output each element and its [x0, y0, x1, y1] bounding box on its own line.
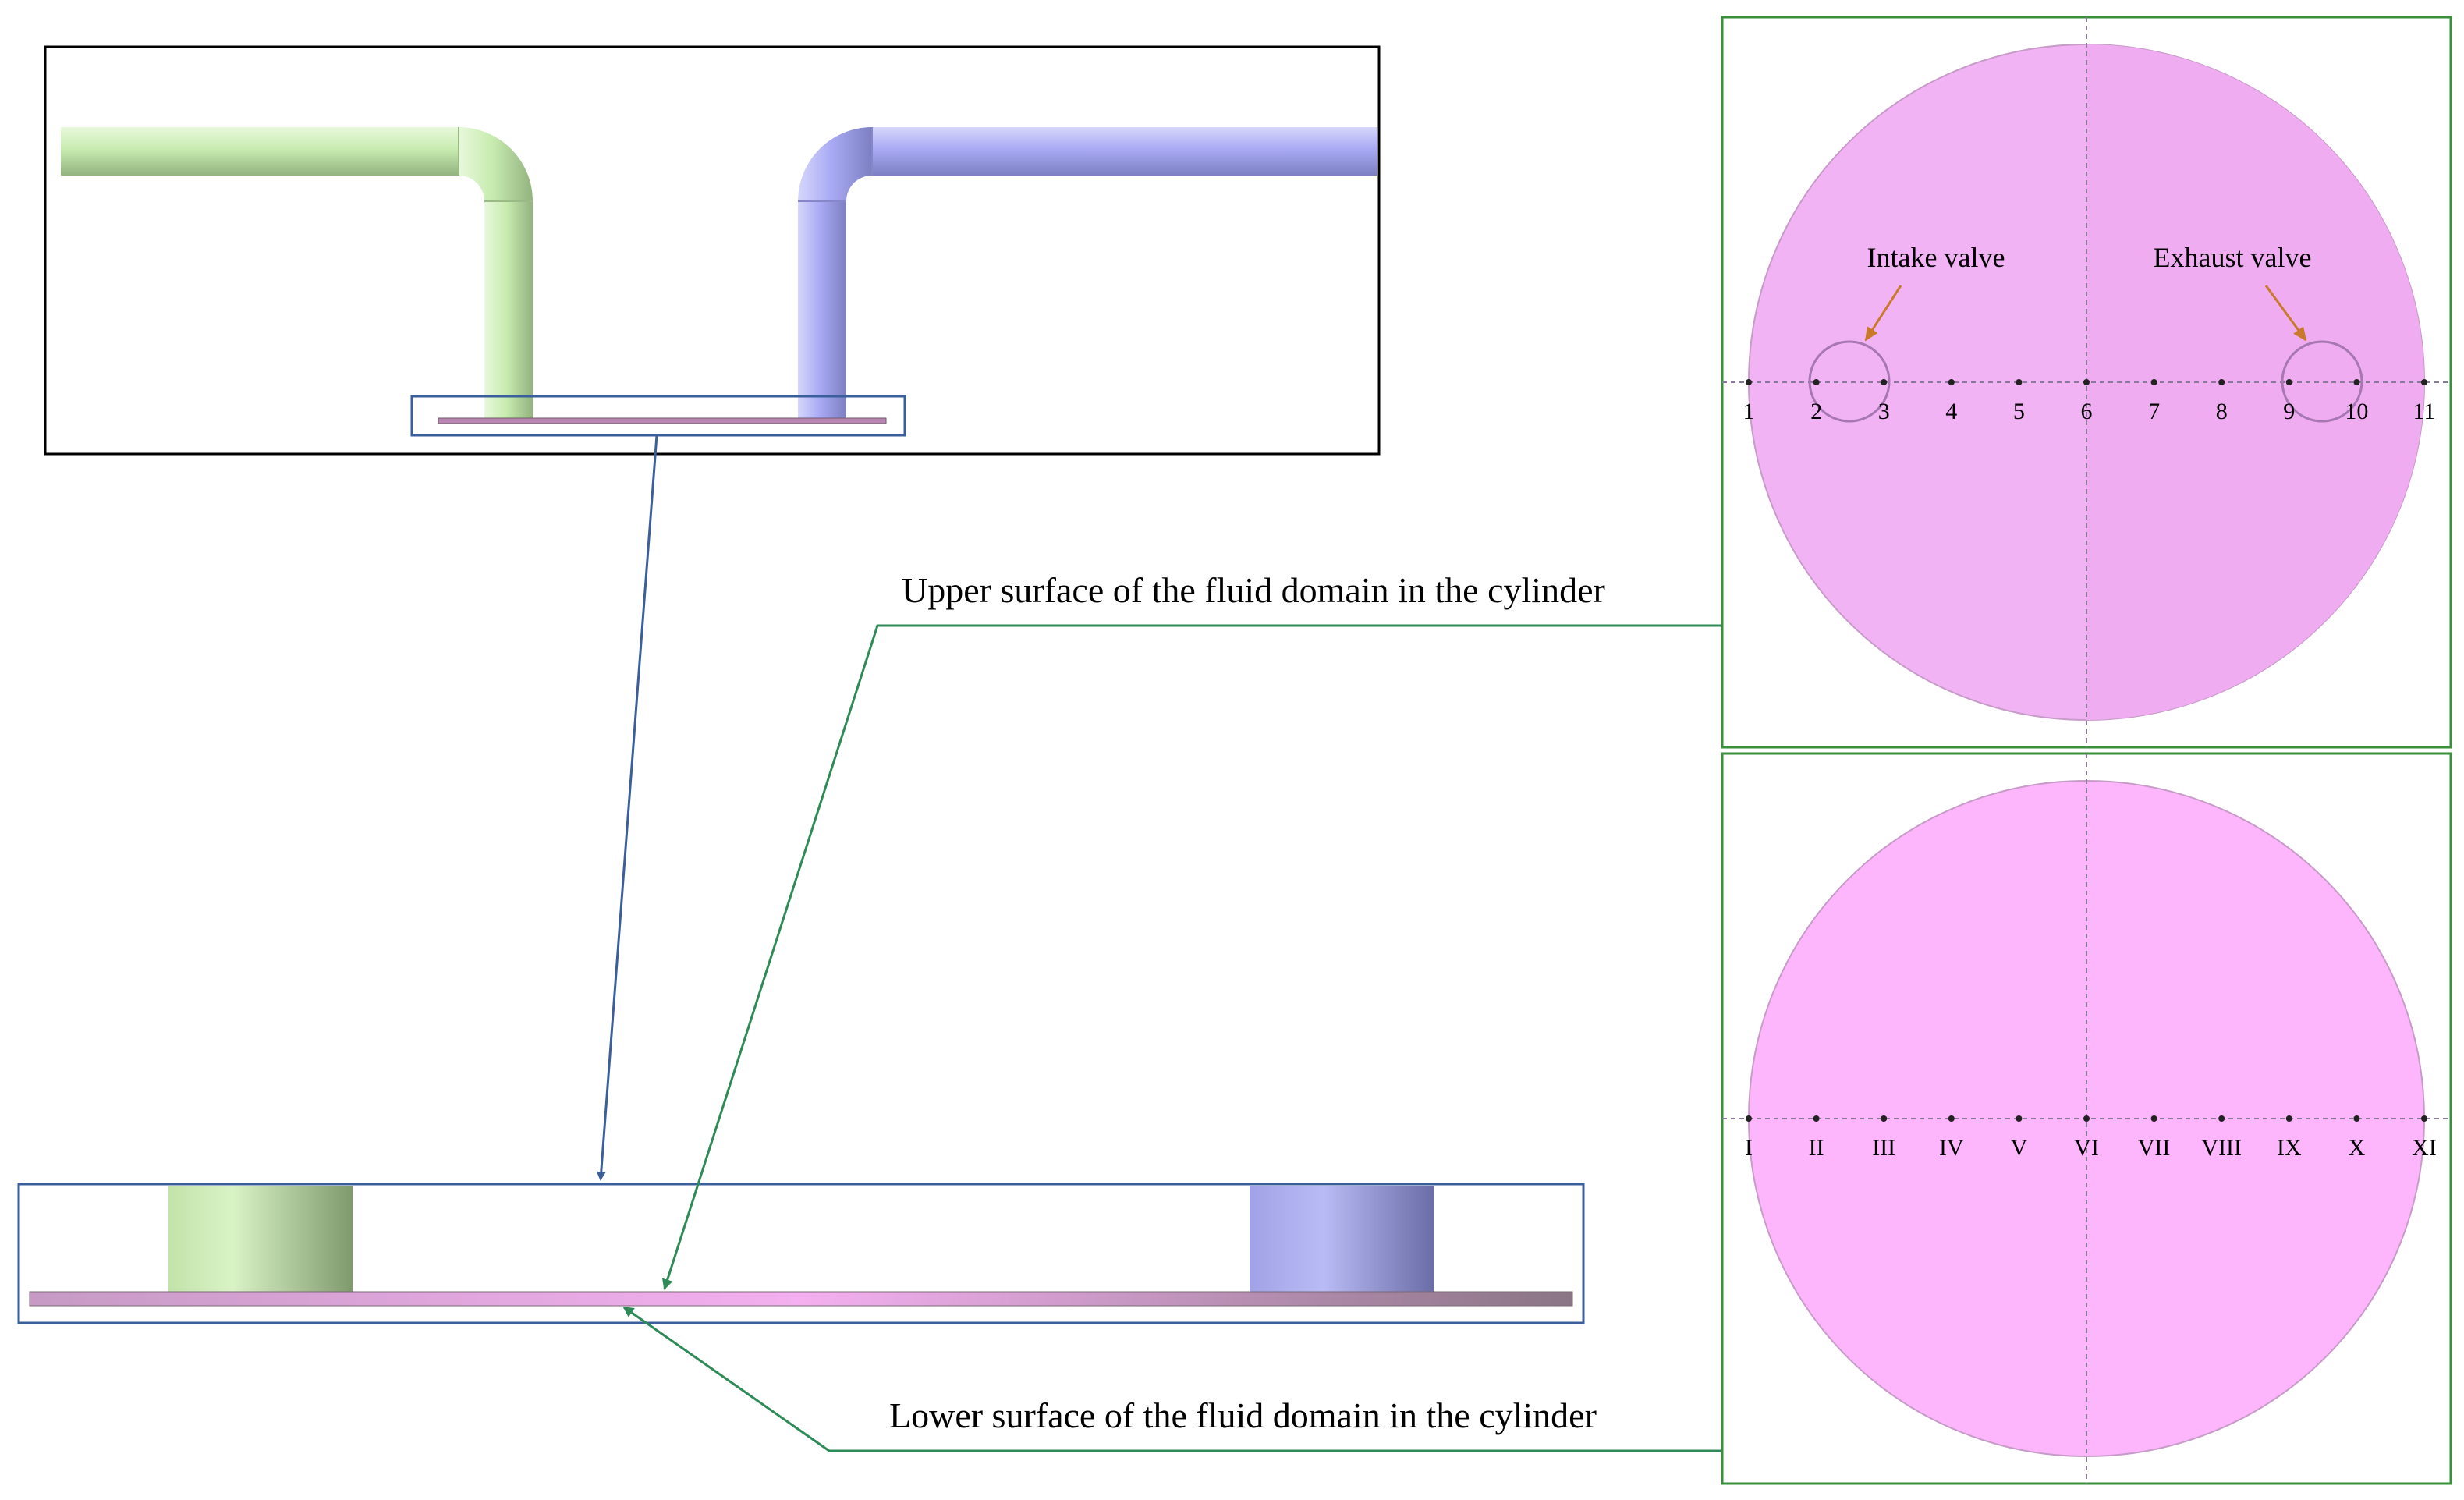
lower-point-dot-1: [1746, 1115, 1752, 1122]
upper-point-dot-3: [1881, 379, 1888, 385]
exhaust-pipe: [798, 127, 1377, 420]
lower-point-label-5: V: [2011, 1135, 2028, 1161]
lower-point-label-6: VI: [2074, 1135, 2099, 1161]
upper-point-dot-5: [2016, 379, 2023, 385]
lower-point-label-11: XI: [2412, 1135, 2437, 1161]
lower-point-dot-2: [1813, 1115, 1820, 1122]
lower-point-label-8: VIII: [2201, 1135, 2242, 1161]
lower-point-label-7: VII: [2138, 1135, 2171, 1161]
upper-point-dot-6: [2083, 379, 2090, 385]
lower-point-label-9: IX: [2277, 1135, 2302, 1161]
upper-point-label-11: 11: [2413, 399, 2436, 424]
lower-point-dot-7: [2150, 1115, 2157, 1122]
intake-valve-outline: [1808, 340, 1891, 423]
zoom-box: [410, 395, 906, 437]
upper-point-label-5: 5: [2013, 399, 2025, 424]
upper-point-dot-9: [2285, 379, 2292, 385]
zoomed-cylinder-view: [17, 1183, 1585, 1324]
exhaust-port-cylinder: [1250, 1186, 1434, 1292]
upper-point-dot-10: [2353, 379, 2360, 385]
lower-surface-leader: [622, 1306, 1721, 1452]
lower-point-dot-8: [2218, 1115, 2225, 1122]
upper-point-label-9: 9: [2283, 399, 2295, 424]
upper-point-label-4: 4: [1945, 399, 1957, 424]
upper-point-label-3: 3: [1878, 399, 1890, 424]
zoom-connector-arrow: [596, 434, 658, 1181]
exhaust-valve-outline: [2281, 340, 2363, 423]
lower-point-label-1: I: [1745, 1135, 1753, 1161]
upper-point-label-8: 8: [2216, 399, 2228, 424]
upper-point-dot-8: [2218, 379, 2225, 385]
upper-point-dot-2: [1813, 379, 1820, 385]
intake-valve-label: Intake valve: [1867, 242, 2005, 273]
upper-point-label-1: 1: [1743, 399, 1755, 424]
upper-point-dot-7: [2150, 379, 2157, 385]
pipe-view-frame: [44, 45, 1381, 456]
exhaust-valve-label: Exhaust valve: [2154, 242, 2312, 273]
lower-point-dot-3: [1881, 1115, 1888, 1122]
intake-valve-arrow: [1864, 285, 1902, 342]
upper-surface-leader: [662, 624, 1721, 1290]
lower-point-label-2: II: [1809, 1135, 1824, 1161]
fluid-slab-thin: [438, 417, 887, 424]
upper-point-label-6: 6: [2081, 399, 2093, 424]
lower-point-label-4: IV: [1939, 1135, 1964, 1161]
upper-point-label-7: 7: [2148, 399, 2160, 424]
upper-measurement-points: 1 2 3 4 5 6 7 8 9 10 11: [1743, 379, 2436, 424]
lower-point-dot-10: [2353, 1115, 2360, 1122]
intake-pipe: [61, 127, 533, 420]
lower-point-dot-9: [2285, 1115, 2292, 1122]
lower-point-label-3: III: [1872, 1135, 1895, 1161]
lower-point-label-10: X: [2349, 1135, 2366, 1161]
upper-surface-panel: Intake valve Exhaust valve 1 2 3 4 5 6 7 8 9 10 11: [1721, 16, 2452, 749]
lower-point-dot-5: [2016, 1115, 2023, 1122]
lower-point-dot-6: [2083, 1115, 2090, 1122]
lower-surface-caption: Lower surface of the fluid domain in the…: [889, 1395, 1597, 1435]
fluid-domain-slab: [29, 1291, 1573, 1307]
lower-point-dot-11: [2421, 1115, 2427, 1122]
upper-point-dot-4: [1948, 379, 1955, 385]
pipe-side-view: [44, 45, 1381, 456]
upper-point-label-10: 10: [2345, 399, 2368, 424]
lower-point-dot-4: [1948, 1115, 1955, 1122]
upper-point-dot-1: [1746, 379, 1752, 385]
upper-point-label-2: 2: [1810, 399, 1822, 424]
exhaust-valve-arrow: [2264, 285, 2307, 342]
upper-point-dot-11: [2421, 379, 2427, 385]
intake-port-cylinder: [168, 1186, 353, 1292]
upper-surface-caption: Upper surface of the fluid domain in the…: [902, 570, 1605, 610]
